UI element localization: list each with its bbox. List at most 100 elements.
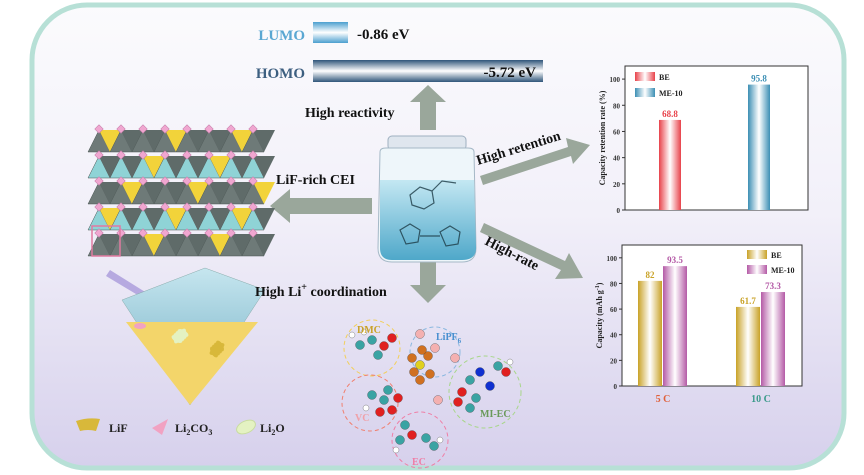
polyhedron (187, 234, 209, 256)
cei-particle (134, 323, 146, 329)
polyhedron (121, 156, 143, 178)
li-atom (248, 202, 258, 212)
atom (423, 351, 433, 361)
polyhedron (253, 156, 275, 178)
bar-be (638, 280, 662, 386)
li-atom (182, 202, 192, 212)
li-atom (138, 176, 148, 186)
vc-label: VC (355, 413, 369, 424)
polyhedron (231, 130, 253, 152)
li-atom (160, 176, 170, 186)
li2co3-legend-label: Li2CO3 (175, 421, 212, 437)
label-high-reactivity: High reactivity (305, 106, 395, 121)
lif-legend-label: LiF (109, 421, 128, 435)
polyhedron (143, 208, 165, 230)
ec-label: EC (412, 457, 426, 468)
mi-ec-label: MI-EC (480, 409, 511, 420)
crystal-structure (87, 124, 275, 257)
atom (415, 375, 425, 385)
li-atom (204, 202, 214, 212)
lipf6-circle (409, 326, 461, 378)
polyhedron (99, 156, 121, 178)
polyhedron (187, 208, 209, 230)
atom (421, 433, 431, 443)
li-atom (116, 176, 126, 186)
bar-me-10 (748, 84, 770, 210)
zoom-box (91, 225, 121, 257)
li-atom (248, 124, 258, 134)
atom (465, 375, 475, 385)
polyhedron (121, 130, 143, 152)
data-label: 82 (646, 270, 656, 280)
legend-label: BE (771, 251, 782, 260)
li-atom (116, 124, 126, 134)
li-atom (204, 176, 214, 186)
polyhedron (209, 182, 231, 204)
x-tick-label: 5 C (656, 394, 671, 405)
atom (453, 397, 463, 407)
plot-area (624, 65, 809, 211)
y-tick-label: 40 (610, 332, 618, 340)
atom (400, 420, 410, 430)
homo-label: HOMO (256, 66, 305, 82)
atom (417, 345, 427, 355)
polyhedron (143, 156, 165, 178)
li-atom (138, 228, 148, 238)
li-atom (204, 228, 214, 238)
arrow-left (270, 189, 372, 223)
y-tick-label: 0 (614, 383, 618, 391)
cei-cone (121, 267, 266, 406)
li-atom (248, 228, 258, 238)
polyhedron (253, 182, 275, 204)
dmc-label: DMC (357, 325, 381, 336)
li2o-legend-label: Li2O (260, 421, 285, 437)
li-atom (182, 176, 192, 186)
atom (465, 403, 475, 413)
arrow-retention (480, 138, 590, 185)
polyhedron (231, 156, 253, 178)
arrow-up (410, 85, 446, 130)
atom (392, 446, 400, 454)
legend-swatch (635, 72, 655, 81)
polyhedron (143, 130, 165, 152)
y-tick-label: 100 (607, 255, 618, 263)
polyhedron (209, 156, 231, 178)
li-atom (182, 150, 192, 160)
electrolyte-jar (377, 135, 477, 263)
polyhedron (209, 234, 231, 256)
li2co3-legend-icon (152, 419, 168, 435)
polyhedron (165, 208, 187, 230)
atom (373, 350, 383, 360)
data-label: 68.8 (662, 109, 678, 119)
atom (429, 441, 439, 451)
data-label: 95.8 (751, 74, 767, 84)
lumo-value: -0.86 eV (357, 27, 410, 43)
li-atom (226, 124, 236, 134)
atom (436, 436, 444, 444)
atom (387, 405, 397, 415)
li-atom (226, 228, 236, 238)
atom (375, 407, 385, 417)
li-atom (160, 150, 170, 160)
polyhedron (143, 182, 165, 204)
polyhedron (99, 182, 121, 204)
li-atom (116, 202, 126, 212)
atom (506, 358, 514, 366)
atom (393, 393, 403, 403)
atom (387, 333, 397, 343)
homo-value: -5.72 eV (484, 65, 537, 81)
legend-label: ME-10 (659, 89, 683, 98)
polyhedron (209, 208, 231, 230)
x-tick-label: 10 C (751, 394, 771, 405)
li-atom (138, 124, 148, 134)
cei-particle (216, 340, 224, 352)
li-atom (248, 150, 258, 160)
y-axis-label: Capacity retention rate (%) (598, 90, 607, 185)
li-atom (248, 176, 258, 186)
li-atom (182, 228, 192, 238)
arrow-down (410, 262, 446, 303)
atom (493, 361, 503, 371)
polyhedron (165, 130, 187, 152)
bar-me-10 (761, 292, 785, 386)
